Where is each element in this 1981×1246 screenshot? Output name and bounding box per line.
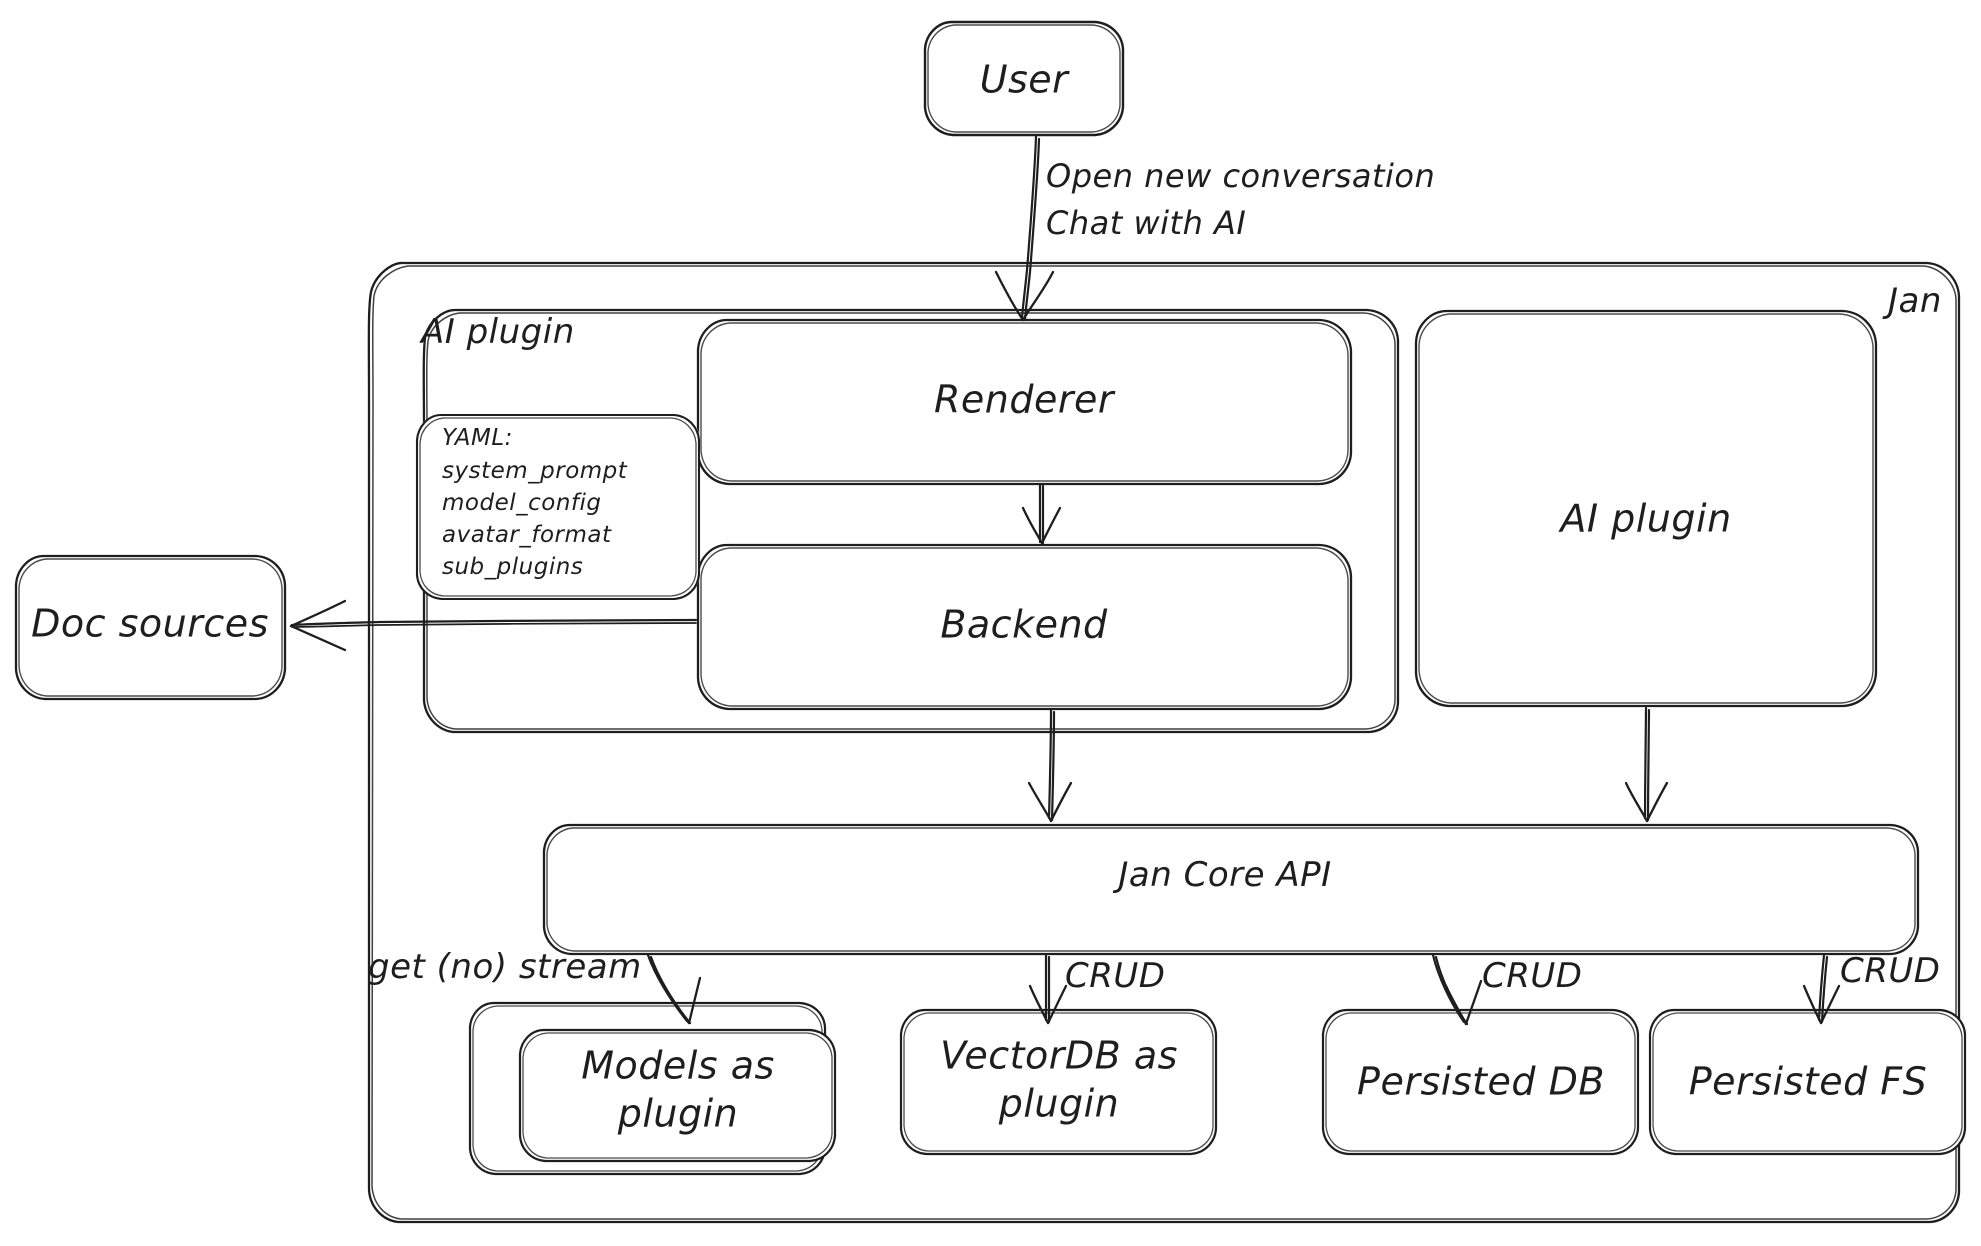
node-doc-sources-label: Doc sources bbox=[31, 601, 269, 646]
node-user-shape bbox=[923, 20, 1125, 137]
node-persisted-db-shape bbox=[1321, 1008, 1640, 1156]
edge-label-open-new-conversation: Open new conversation bbox=[1046, 157, 1436, 195]
node-vectordb-as-plugin-shape bbox=[899, 1008, 1218, 1156]
edge-core-api-to-persisted-fs bbox=[1802, 953, 1841, 1025]
node-vectordb-as-plugin-label: VectorDB as plugin bbox=[940, 1033, 1178, 1126]
yaml-key-sub-plugins: sub_plugins bbox=[442, 554, 584, 580]
edge-label-crud-persisted-fs: CRUD bbox=[1840, 951, 1941, 991]
yaml-key-model-config: model_config bbox=[442, 490, 602, 516]
yaml-key-system-prompt: system_prompt bbox=[442, 458, 628, 484]
edge-core-api-to-persisted-db bbox=[1431, 953, 1483, 1026]
edge-backend-to-core-api bbox=[1027, 708, 1073, 823]
node-ai-plugin-box-shape bbox=[1414, 309, 1878, 708]
node-persisted-fs-label: Persisted FS bbox=[1688, 1059, 1928, 1104]
group-jan-label: Jan bbox=[1888, 281, 1942, 321]
node-backend-shape bbox=[696, 543, 1353, 711]
edge-renderer-to-backend bbox=[1021, 483, 1062, 545]
edge-label-get-no-stream: get (no) stream bbox=[368, 947, 642, 987]
node-doc-sources-shape bbox=[14, 554, 287, 701]
node-models-as-plugin-label: Models as plugin bbox=[581, 1043, 775, 1136]
edge-backend-to-doc-sources bbox=[289, 599, 698, 652]
node-renderer-label: Renderer bbox=[934, 377, 1114, 422]
node-models-as-plugin-shape bbox=[518, 1028, 837, 1163]
node-persisted-fs-shape bbox=[1648, 1008, 1967, 1156]
node-renderer-shape bbox=[696, 318, 1353, 486]
yaml-heading: YAML: bbox=[442, 425, 513, 451]
node-yaml-card-shape bbox=[415, 413, 701, 601]
edge-label-crud-vectordb: CRUD bbox=[1065, 956, 1166, 996]
edge-ai-plugin-to-core-api bbox=[1624, 706, 1669, 823]
edge-user-to-renderer bbox=[994, 134, 1055, 322]
node-persisted-db-label: Persisted DB bbox=[1357, 1059, 1605, 1104]
yaml-key-avatar-format: avatar_format bbox=[442, 522, 612, 548]
edge-label-chat-with-ai: Chat with AI bbox=[1046, 204, 1247, 242]
node-jan-core-api-label: Jan Core API bbox=[1118, 854, 1332, 895]
edge-label-crud-persisted-db: CRUD bbox=[1482, 956, 1583, 996]
node-jan-core-api-shape bbox=[542, 823, 1920, 956]
group-jan-container bbox=[367, 261, 1961, 1224]
group-ai-plugin-label: AI plugin bbox=[421, 312, 575, 352]
node-backend-label: Backend bbox=[940, 602, 1108, 647]
node-ai-plugin-box-label: AI plugin bbox=[1560, 496, 1732, 541]
node-user-label: User bbox=[979, 57, 1069, 102]
edge-core-api-to-vectordb bbox=[1028, 953, 1068, 1025]
edge-core-api-to-models bbox=[646, 953, 702, 1025]
group-ai-plugin-container bbox=[422, 308, 1400, 734]
